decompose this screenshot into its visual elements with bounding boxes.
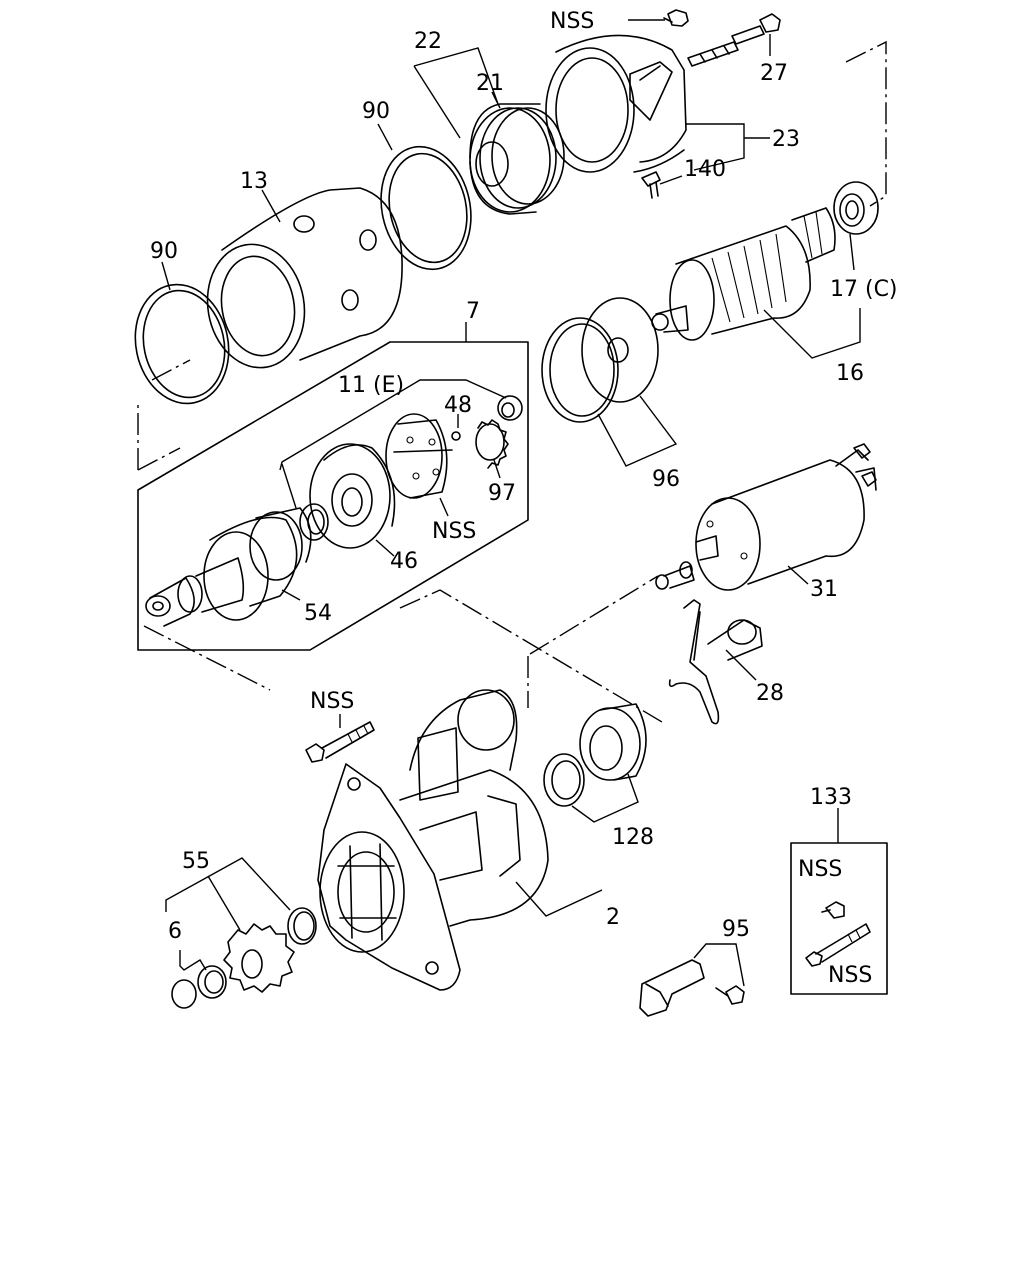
part-11e-washer xyxy=(299,503,329,541)
label-part-21: 21 xyxy=(476,71,504,96)
label-part-23: 23 xyxy=(772,127,800,152)
label-part-55: 55 xyxy=(182,849,210,874)
label-part-28: 28 xyxy=(756,681,784,706)
part-46-pinion-gear-disc xyxy=(309,443,396,557)
label-part-7: 7 xyxy=(466,299,480,324)
label-part-6: 6 xyxy=(168,919,182,944)
part-55-pinion-gear xyxy=(165,857,317,993)
part-nss-mid-plate xyxy=(385,413,453,517)
label-part-17c: 17 (C) xyxy=(830,277,898,302)
label-part-128: 128 xyxy=(612,825,654,850)
label-part-16: 16 xyxy=(836,361,864,386)
label-nss-bolt: NSS xyxy=(310,689,354,714)
label-nss-mid: NSS xyxy=(432,519,476,544)
part-31-magnetic-switch xyxy=(655,443,877,591)
label-nss-top: NSS xyxy=(550,9,594,34)
label-part-13: 13 xyxy=(240,169,268,194)
part-7-bushing xyxy=(497,395,523,421)
part-95-bracket xyxy=(639,943,745,1017)
part-54-overrunning-clutch xyxy=(145,507,312,627)
label-nss-box-1: NSS xyxy=(798,857,842,882)
part-48-ball xyxy=(451,414,461,441)
part-28-shift-lever xyxy=(668,599,763,725)
part-140-screw xyxy=(641,171,683,199)
part-133-hardware-box xyxy=(790,808,888,995)
part-13-yoke xyxy=(206,187,403,369)
label-nss-box-2: NSS xyxy=(828,963,872,988)
part-2-drive-housing xyxy=(317,689,603,991)
part-11e-group-bracket xyxy=(279,379,507,509)
part-nss-bolt-mid xyxy=(305,714,375,763)
label-part-96: 96 xyxy=(652,467,680,492)
label-part-22: 22 xyxy=(414,29,442,54)
alignment-lines xyxy=(137,40,887,723)
part-27-through-bolts xyxy=(687,13,781,67)
part-96-washers xyxy=(541,297,678,467)
label-part-11e: 11 (E) xyxy=(338,373,404,398)
part-22-brush-holder xyxy=(413,47,565,215)
part-128-bearing xyxy=(543,703,647,823)
label-part-46: 46 xyxy=(390,549,418,574)
label-part-97: 97 xyxy=(488,481,516,506)
label-part-90-top: 90 xyxy=(362,99,390,124)
part-90-o-ring-top xyxy=(377,123,472,271)
part-16-armature xyxy=(651,207,861,359)
part-97-small-gear xyxy=(475,419,509,479)
label-part-133: 133 xyxy=(810,785,852,810)
part-6-snap-ring xyxy=(171,950,227,1009)
label-part-48: 48 xyxy=(444,393,472,418)
label-part-31: 31 xyxy=(810,577,838,602)
part-nss-top-bolt xyxy=(628,9,689,27)
part-90-o-ring-left xyxy=(134,261,230,405)
label-part-54: 54 xyxy=(304,601,332,626)
label-part-95: 95 xyxy=(722,917,750,942)
part-23-rear-cover xyxy=(545,34,770,173)
label-part-27: 27 xyxy=(760,61,788,86)
label-part-2: 2 xyxy=(606,905,620,930)
label-part-140: 140 xyxy=(684,157,726,182)
part-17c-bearing xyxy=(833,181,879,271)
label-part-90-left: 90 xyxy=(150,239,178,264)
part-7-drive-assembly-group xyxy=(137,322,529,651)
